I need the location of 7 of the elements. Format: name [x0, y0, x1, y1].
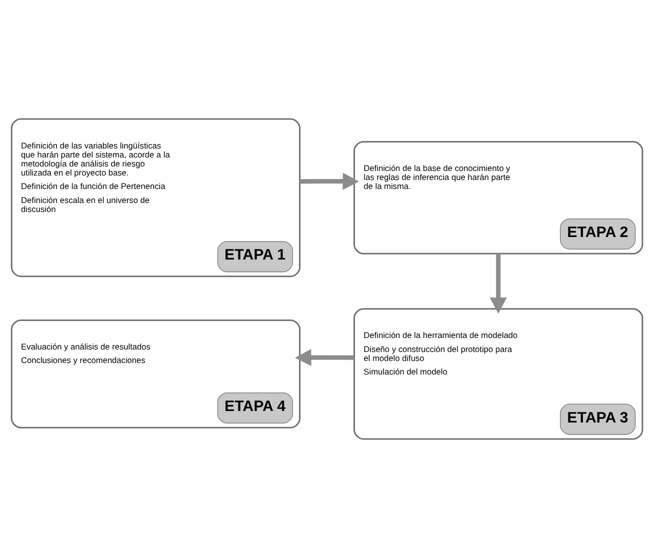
node-box: Evaluación y análisis de resultados Conclusiones y recomendaciones ETAPA 4 [10, 319, 301, 428]
node-box: Definición de la herramienta de modelado Diseño y construcción del prototipo para el modelo difuso Simulación del modelo ETAPA 3 [353, 308, 644, 440]
arrow [490, 254, 507, 314]
arrow [300, 172, 359, 190]
arrow [294, 349, 354, 366]
node-box: Definición de la base de conocimiento y las reglas de inferencia que harán parte de la misma. ETAPA 2 [353, 140, 644, 254]
node-box: Definición de las variables lingüísticas que harán parte del sistema, acorde a la metodología de análisis de riesgo utilizada en el proyecto base. Definición de la función de Pertenencia Definición escala en el universo de discusión ETAPA 1 [10, 118, 301, 278]
